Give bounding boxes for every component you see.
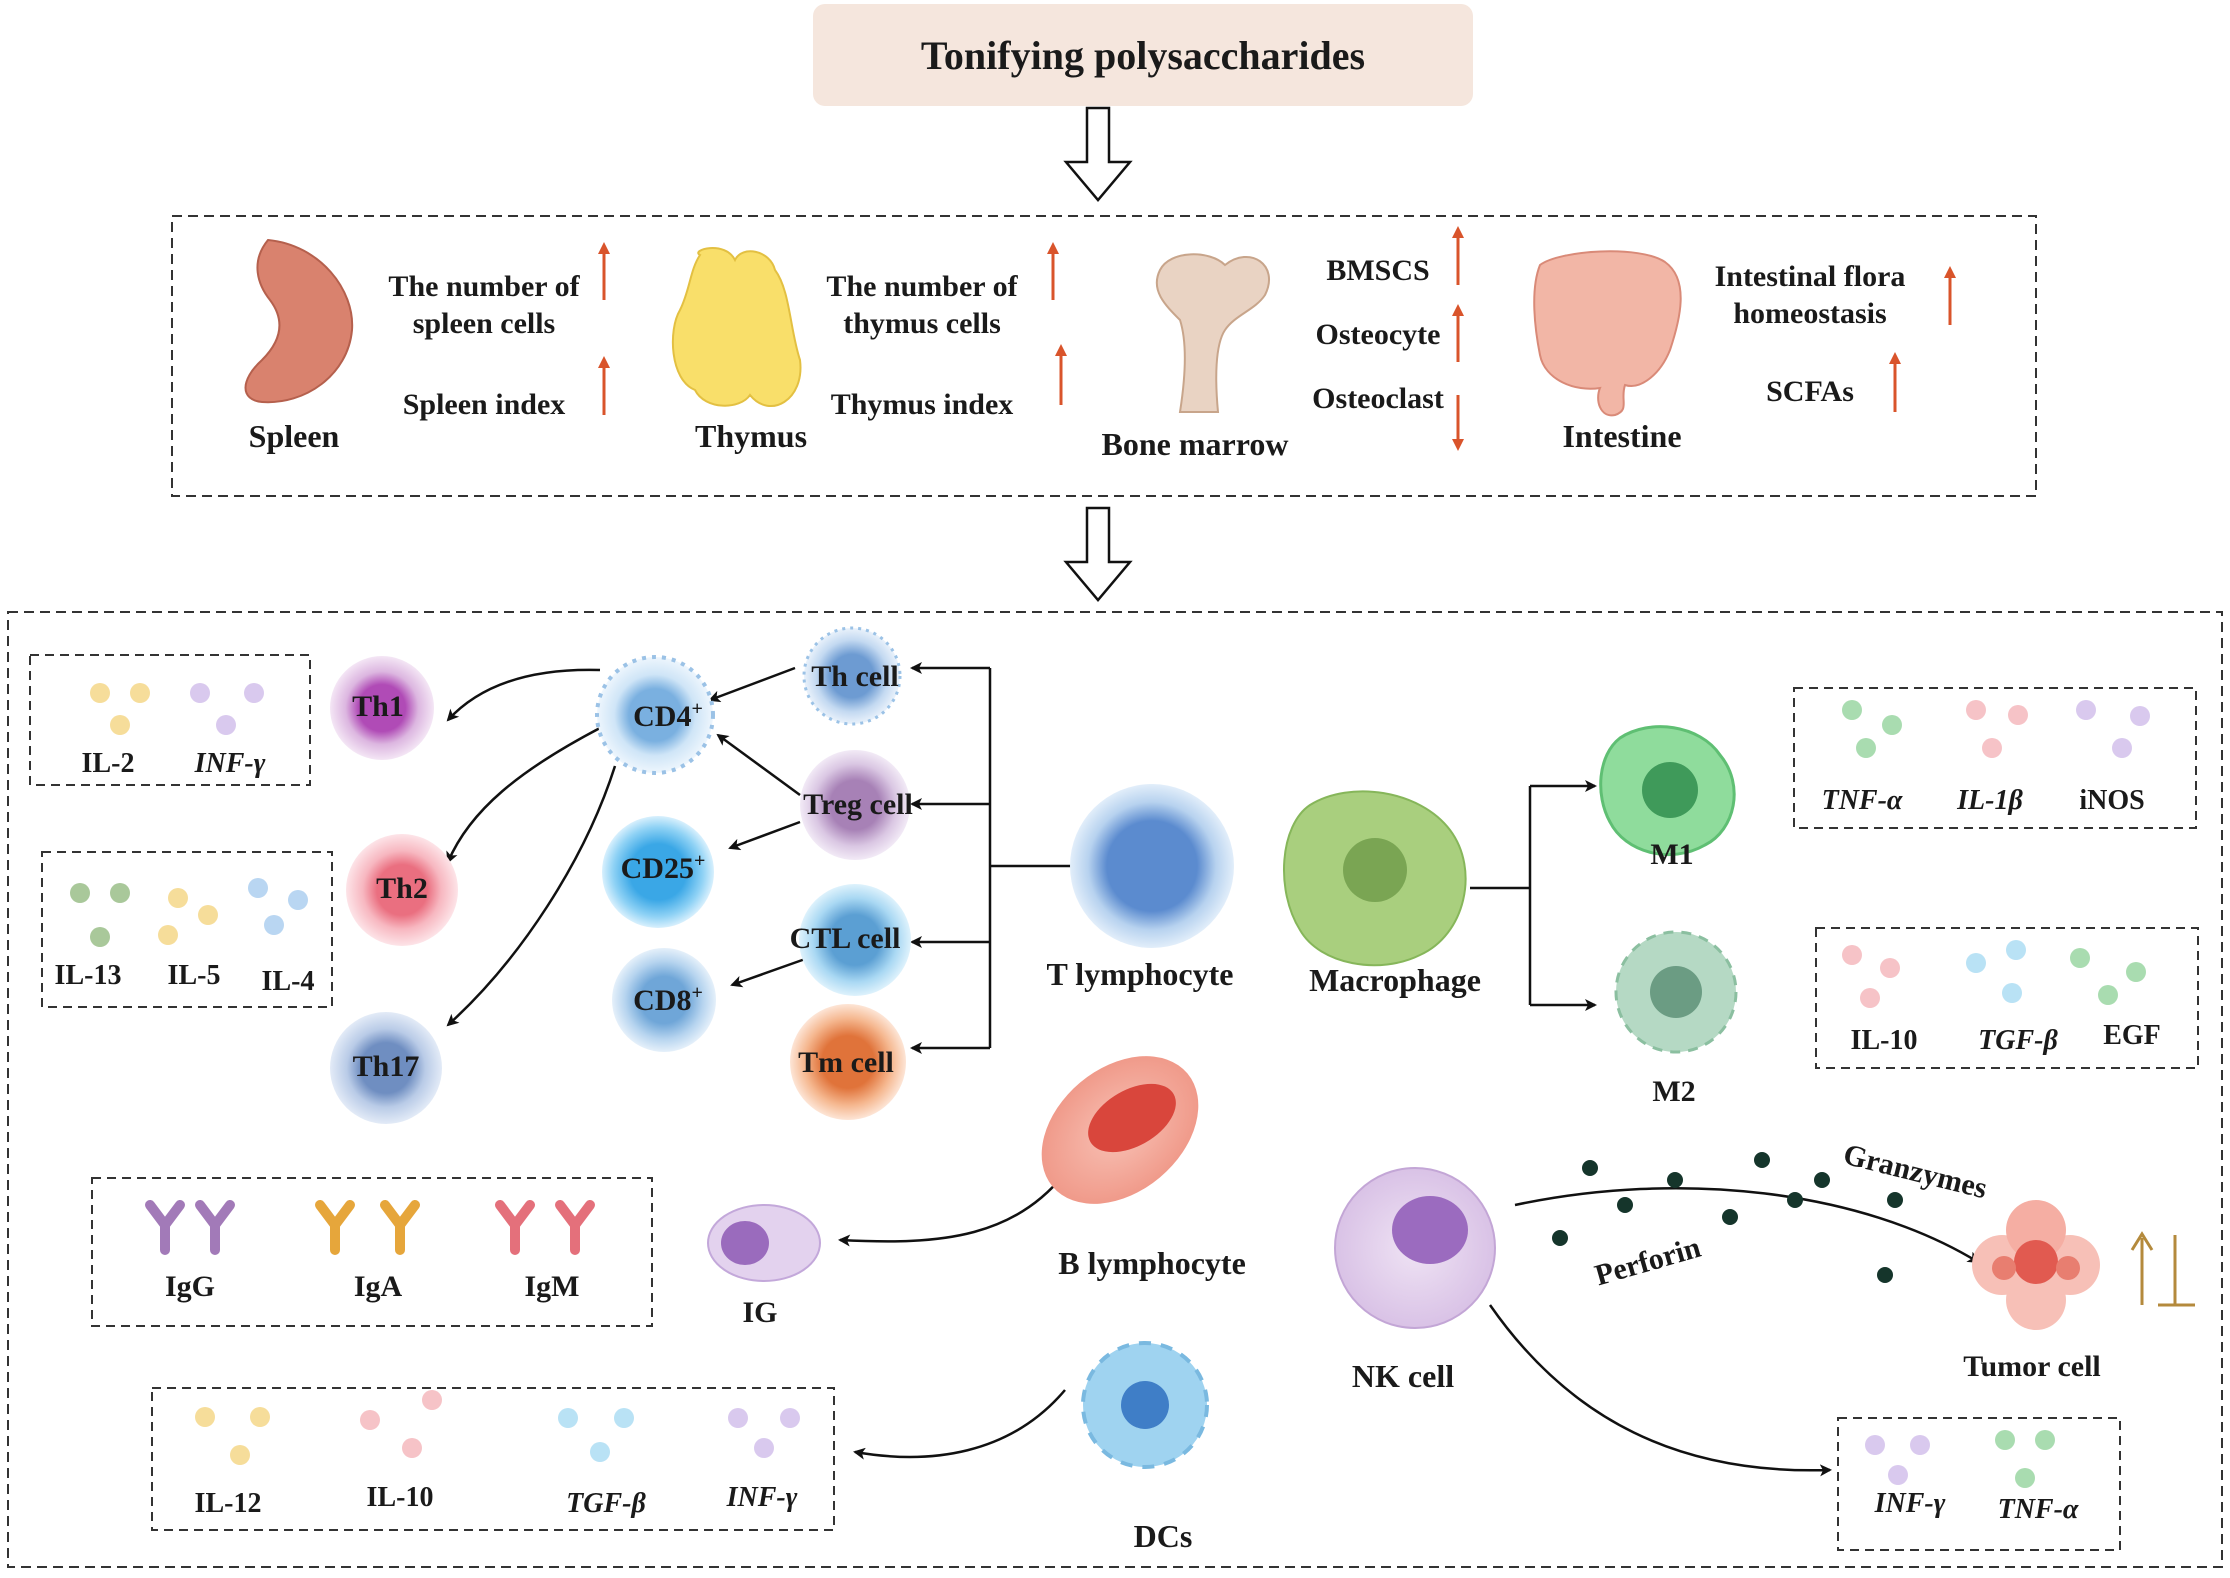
m2-cytokine-box: [1815, 927, 2199, 1069]
cytokine-egf: EGF: [2103, 1020, 2161, 1051]
thymus-metric1-line2: thymus cells: [843, 307, 1001, 340]
th2-label: Th2: [376, 872, 428, 905]
cytokine-tnfa-nk: TNF-α: [1997, 1494, 2079, 1525]
cytokine-il13: IL-13: [54, 960, 122, 991]
cytokine-il1b: IL-1β: [1957, 785, 2023, 816]
cd8-label: CD8+: [633, 982, 703, 1017]
thymus-icon: [671, 247, 802, 407]
bmscs-label: BMSCS: [1326, 254, 1430, 287]
cytokine-tnfa: TNF-α: [1821, 785, 1903, 816]
granule-dots: [1552, 1152, 1903, 1283]
macrophage-label: Macrophage: [1309, 962, 1481, 998]
thymus-label: Thymus: [694, 418, 808, 454]
intestine-metric1-line1: Intestinal flora: [1714, 260, 1906, 293]
spleen-metric2: Spleen index: [402, 388, 566, 421]
tm-cell: [790, 1004, 906, 1120]
intestine-label: Intestine: [1562, 418, 1682, 454]
t-lymphocyte-label: T lymphocyte: [1046, 956, 1234, 992]
nk-cell-label: NK cell: [1351, 1358, 1455, 1394]
th1-label: Th1: [352, 690, 404, 723]
tumor-cell-label: Tumor cell: [1963, 1350, 2101, 1383]
tumor-cell: [1972, 1200, 2100, 1330]
dcs-label: DCs: [1133, 1518, 1193, 1554]
bone-marrow-icon: [1155, 253, 1271, 413]
b-lymphocyte-cell: [1041, 1056, 1199, 1204]
cytokine-il10: IL-10: [1850, 1025, 1918, 1056]
th17-label: Th17: [352, 1050, 420, 1083]
cd4-cell: [595, 655, 715, 775]
cytokine-infg-dc: INF-γ: [726, 1482, 798, 1513]
scfas-label: SCFAs: [1766, 375, 1854, 408]
cytokine-il12: IL-12: [194, 1488, 262, 1519]
m1-label: M1: [1650, 838, 1694, 871]
intestine-metric1-line2: homeostasis: [1733, 297, 1887, 330]
spleen-label: Spleen: [248, 418, 340, 454]
antibody-box: [91, 1177, 653, 1327]
dc-cell: [1081, 1341, 1209, 1469]
th1-cytokine-box: [29, 654, 311, 786]
cd25-cell: [602, 816, 714, 928]
dc-cytokine-box: [151, 1387, 835, 1531]
ctl-cell-label: CTL cell: [789, 922, 901, 955]
th-cell-label: Th cell: [811, 660, 899, 693]
antibody-icon: [145, 1200, 595, 1255]
m1-cell: [1599, 725, 1736, 856]
th2-cytokine-box: [41, 851, 333, 1008]
title-box: Tonifying polysaccharides: [813, 4, 1473, 106]
immune-box: [7, 611, 2223, 1568]
cd4-label: CD4+: [633, 698, 703, 733]
antibody-igg: IgG: [164, 1270, 216, 1303]
b-lymphocyte-label: B lymphocyte: [1058, 1245, 1246, 1281]
nk-cell: [1334, 1167, 1496, 1329]
ig-cell: [707, 1204, 821, 1282]
cytokine-tgfb: TGF-β: [1978, 1025, 2058, 1056]
hollow-down-arrow-icon: [1063, 506, 1133, 602]
cd8-cell: [612, 948, 716, 1052]
cytokine-il10-dc: IL-10: [366, 1482, 434, 1513]
tm-cell-label: Tm cell: [798, 1046, 894, 1079]
macrophage-cell: [1283, 790, 1467, 967]
cytokine-infg: INF-γ: [194, 748, 266, 779]
t-lymphocyte-cell: [1070, 784, 1234, 948]
nk-cytokine-box: [1837, 1417, 2121, 1551]
spleen-icon: [244, 238, 354, 404]
antibody-iga: IgA: [353, 1270, 403, 1303]
spleen-metric1-line2: spleen cells: [412, 307, 556, 340]
tumor-inhibit-icon: [2130, 1231, 2195, 1307]
bone-marrow-label: Bone marrow: [1101, 426, 1289, 462]
antibody-igm: IgM: [524, 1270, 580, 1303]
cytokine-dots: [70, 683, 2150, 1488]
cytokine-tgfb-dc: TGF-β: [566, 1488, 646, 1519]
ig-label: IG: [742, 1296, 778, 1329]
cytokine-il4: IL-4: [261, 966, 315, 997]
intestine-icon: [1533, 250, 1682, 417]
cytokine-il2: IL-2: [81, 748, 135, 779]
th2-cell: [346, 834, 458, 946]
m1-cytokine-box: [1793, 687, 2197, 829]
cytokine-il5: IL-5: [167, 960, 221, 991]
m2-cell: [1614, 930, 1738, 1054]
hollow-down-arrow-icon: [1063, 106, 1133, 202]
th1-cell: [330, 656, 434, 760]
page-title: Tonifying polysaccharides: [920, 32, 1366, 78]
osteoclast-label: Osteoclast: [1312, 382, 1444, 415]
thymus-metric1-line1: The number of: [826, 270, 1018, 303]
th-cell: [802, 626, 902, 726]
treg-cell-label: Treg cell: [803, 788, 913, 821]
treg-cell: [800, 750, 910, 860]
cytokine-inos: iNOS: [2079, 785, 2145, 816]
cytokine-infg-nk: INF-γ: [1874, 1488, 1946, 1519]
m2-label: M2: [1652, 1075, 1696, 1108]
th17-cell: [330, 1012, 442, 1124]
ctl-cell: [799, 884, 911, 996]
spleen-metric1-line1: The number of: [388, 270, 580, 303]
cd25-label: CD25+: [620, 850, 706, 885]
organ-box: [171, 215, 2037, 497]
thymus-metric2: Thymus index: [830, 388, 1014, 421]
osteocyte-label: Osteocyte: [1315, 318, 1441, 351]
